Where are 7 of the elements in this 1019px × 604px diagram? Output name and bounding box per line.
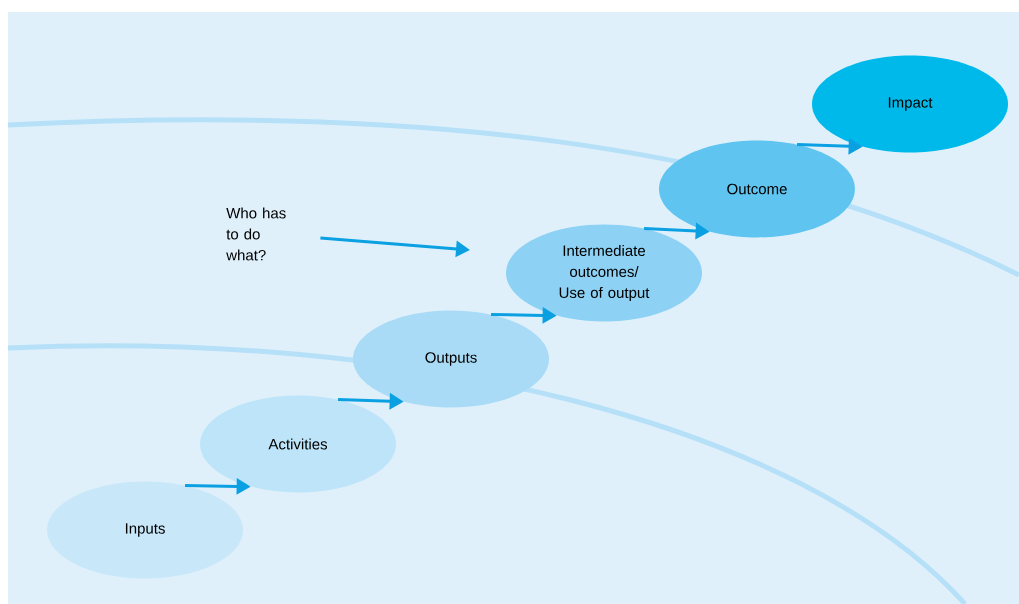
ellipse-node: Activities bbox=[200, 395, 396, 493]
ellipse-node: Outcome bbox=[659, 140, 855, 238]
ellipse-node: Intermediate outcomes/ Use of output bbox=[506, 224, 702, 322]
question-text: Who has to do what? bbox=[226, 207, 286, 261]
ellipse-node: Impact bbox=[812, 55, 1008, 153]
ellipse-node: Inputs bbox=[47, 481, 243, 579]
ellipse-node: Outputs bbox=[353, 310, 549, 408]
